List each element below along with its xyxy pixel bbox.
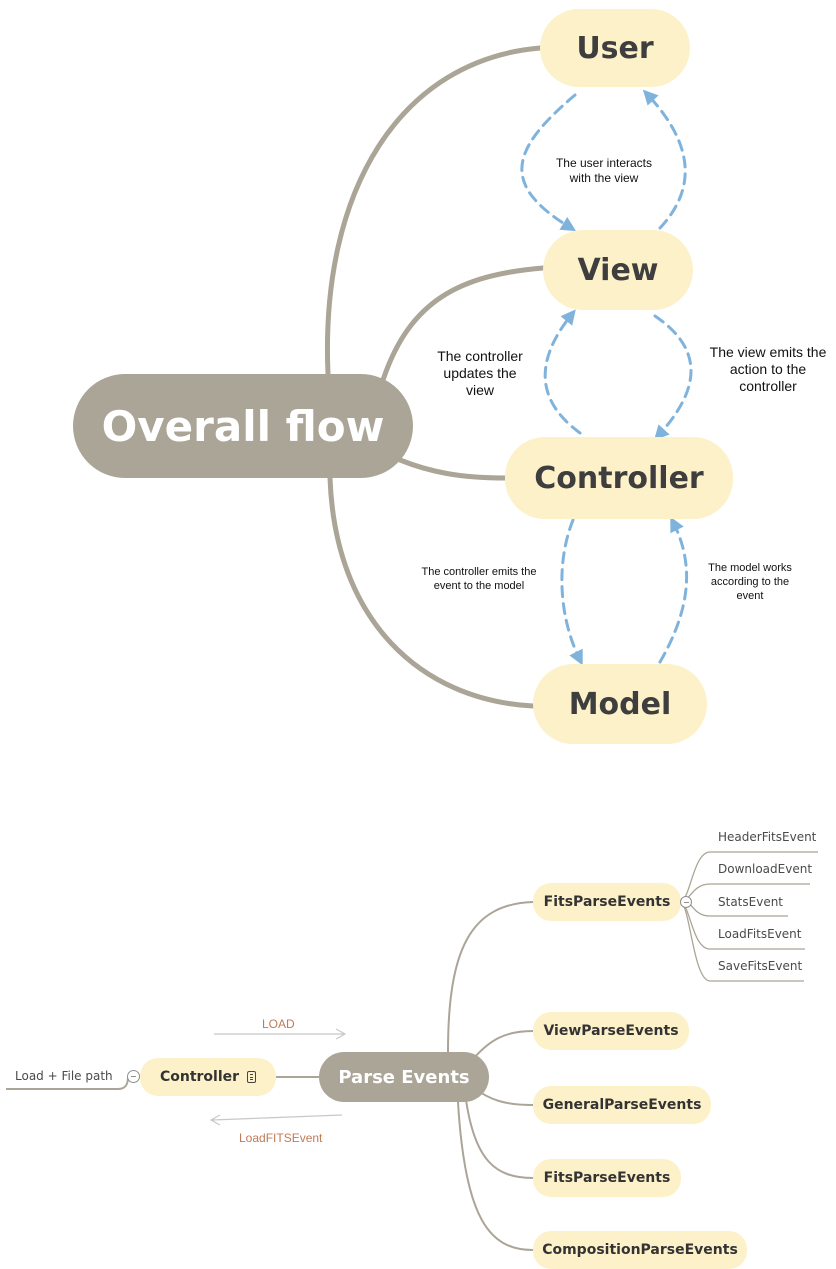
model-node: Model	[533, 664, 707, 744]
fits-to-loadfits	[679, 901, 805, 950]
parse-events-label: Parse Events	[338, 1066, 470, 1088]
leaf-download-event[interactable]: DownloadEvent	[718, 862, 813, 876]
composition-parse-events-label: CompositionParseEvents	[542, 1242, 738, 1258]
parse-to-view	[473, 1030, 534, 1059]
fits-parse-events-bottom-label: FitsParseEvents	[543, 1170, 671, 1186]
fits-parse-events-top-label: FitsParseEvents	[543, 894, 671, 910]
parse-to-fits-top	[447, 901, 534, 1053]
general-parse-events-label: GeneralParseEvents	[542, 1097, 702, 1113]
leaf-save-fits-event[interactable]: SaveFitsEvent	[718, 959, 803, 973]
composition-parse-events-chip[interactable]: CompositionParseEvents	[533, 1231, 747, 1269]
flow-connectors	[324, 45, 693, 709]
note-view-emits: The view emits the action to the control…	[709, 344, 827, 394]
general-parse-events-chip[interactable]: GeneralParseEvents	[533, 1086, 711, 1124]
overall-flow-node: Overall flow	[73, 374, 413, 478]
view-parse-events-chip[interactable]: ViewParseEvents	[533, 1012, 689, 1050]
loadfits-edge-label: LoadFITSEvent	[239, 1131, 323, 1145]
loadfits-arrow	[209, 1114, 343, 1126]
input-label: Load + File path	[15, 1069, 113, 1083]
view-parse-events-label: ViewParseEvents	[543, 1023, 679, 1039]
note-user-interacts: The user interacts with the view	[555, 156, 653, 185]
leaf-header-fits-event[interactable]: HeaderFitsEvent	[718, 830, 817, 844]
view-node: View	[543, 230, 693, 310]
arrow-user-to-view	[520, 93, 577, 232]
branch-to-user	[324, 45, 543, 377]
arrow-model-to-controller	[658, 516, 689, 664]
leaf-load-fits-event[interactable]: LoadFitsEvent	[718, 927, 802, 941]
fits-parse-events-bottom-chip[interactable]: FitsParseEvents	[533, 1159, 681, 1197]
note-model-works: The model works according to the event	[708, 562, 792, 602]
collapse-icon[interactable]	[127, 1070, 140, 1083]
overall-flow-label: Overall flow	[101, 401, 385, 451]
arrow-controller-to-view	[543, 309, 582, 435]
arrow-controller-to-model	[560, 518, 583, 666]
parse-events-node[interactable]: Parse Events	[319, 1052, 489, 1102]
branch-to-controller	[397, 457, 508, 481]
branch-to-model	[327, 475, 536, 709]
note-controller-updates: The controller updates the view	[437, 348, 523, 398]
leaf-stats-event[interactable]: StatsEvent	[718, 895, 784, 909]
view-label: View	[577, 252, 659, 288]
arrow-view-to-user	[642, 89, 687, 230]
fits-parse-events-top-chip[interactable]: FitsParseEvents	[533, 883, 681, 921]
user-node: User	[540, 9, 690, 87]
controller-chip-label: Controller	[159, 1069, 240, 1085]
load-edge-label: LOAD	[262, 1017, 295, 1031]
model-label: Model	[568, 686, 672, 722]
controller-node: Controller	[505, 437, 733, 519]
parse-to-composition	[457, 1101, 534, 1251]
note-icon	[247, 1071, 257, 1083]
fits-collapse-icon[interactable]	[680, 896, 692, 908]
user-label: User	[576, 30, 654, 66]
branch-to-view	[380, 265, 546, 383]
controller-label: Controller	[534, 460, 704, 496]
arrow-view-to-controller	[653, 314, 693, 441]
controller-chip[interactable]: Controller	[140, 1058, 276, 1096]
note-controller-emits: The controller emits the event to the mo…	[421, 566, 537, 592]
parse-to-fits-bottom	[465, 1099, 534, 1179]
